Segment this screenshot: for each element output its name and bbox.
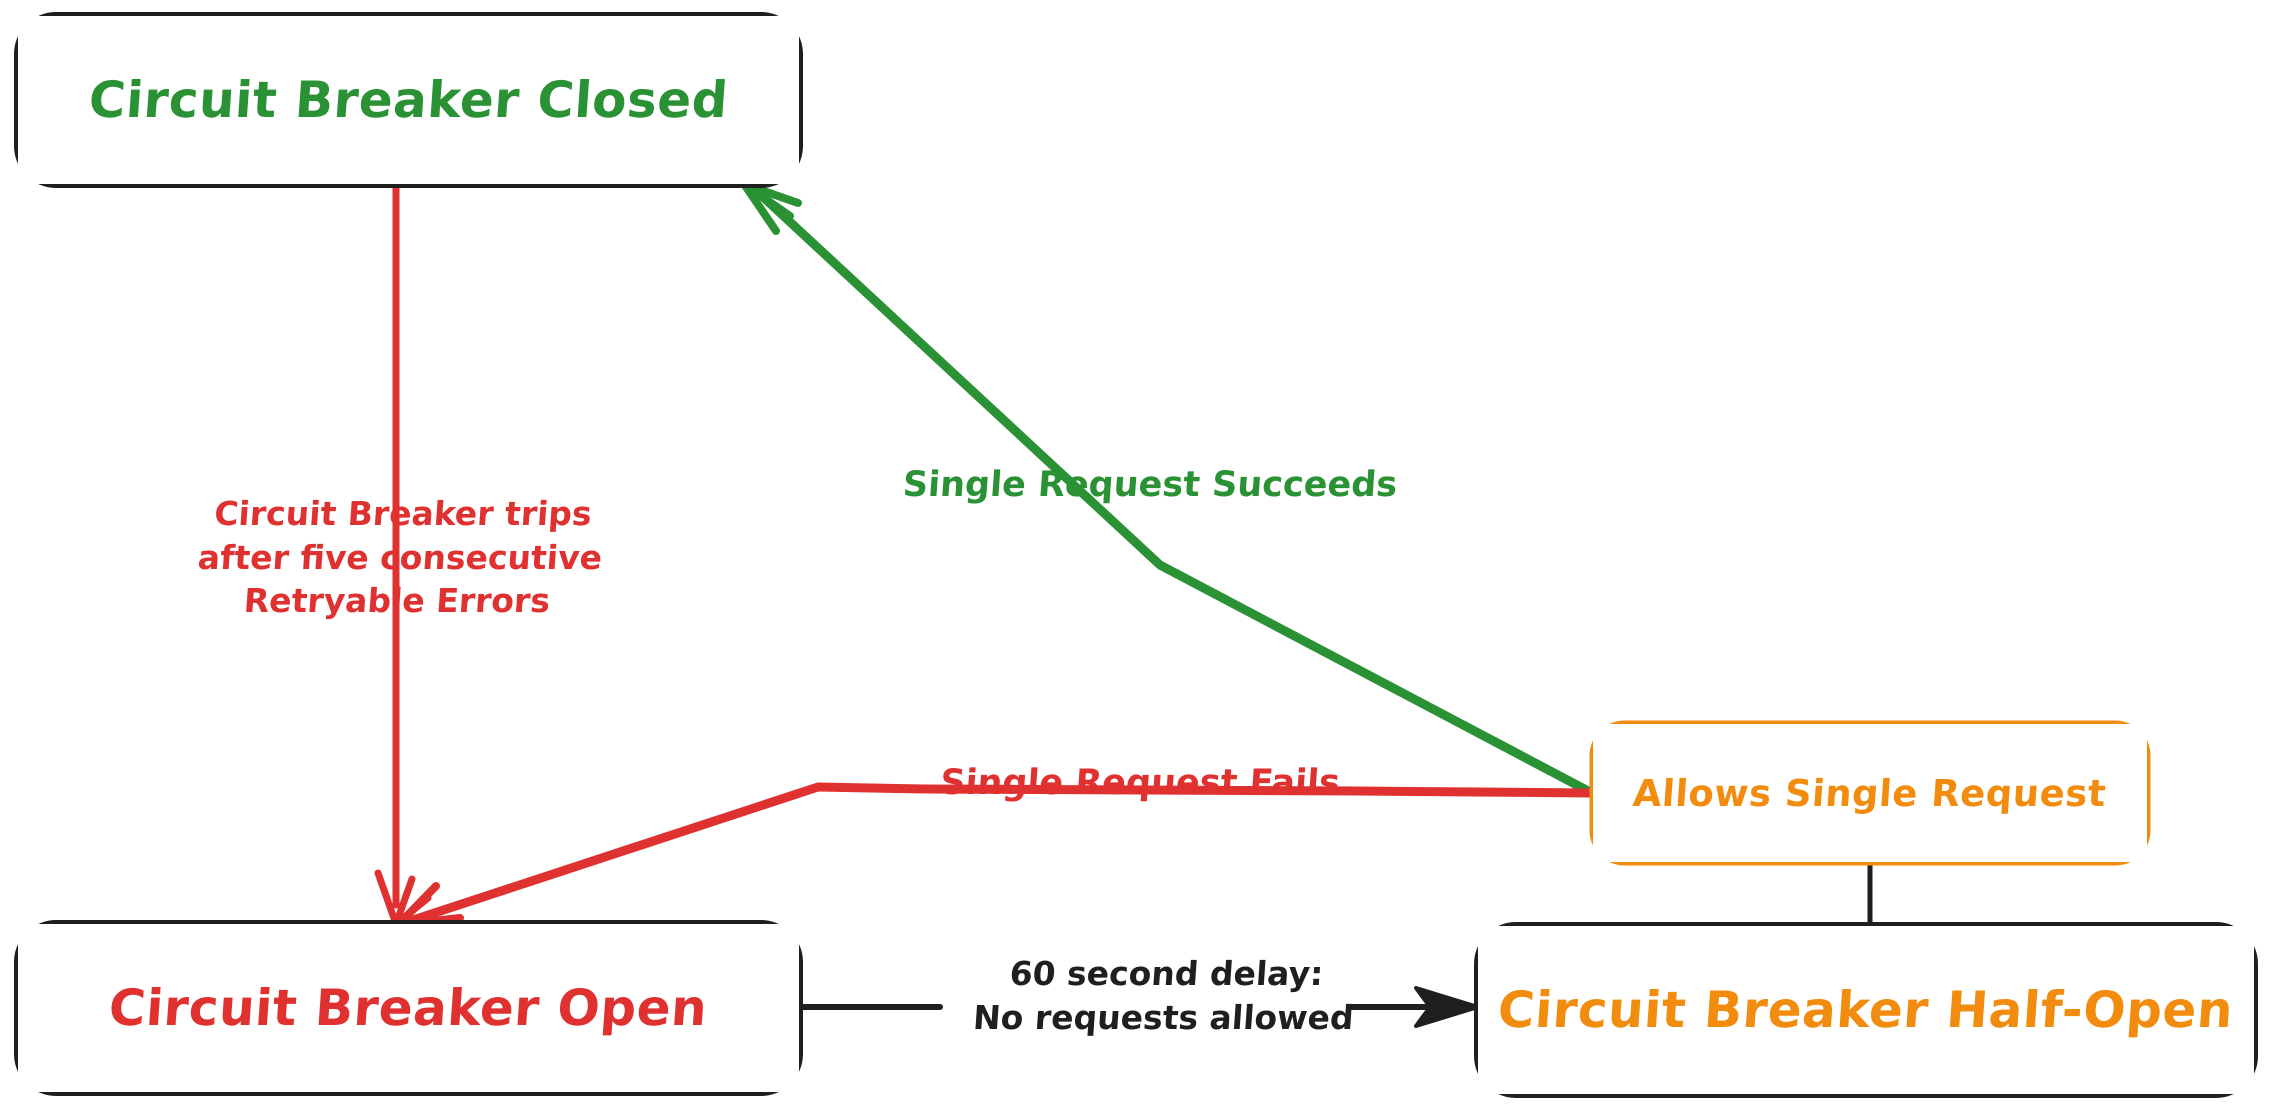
- node-label-open: Circuit Breaker Open: [107, 979, 710, 1037]
- node-label-allows-single-request: Allows Single Request: [1631, 771, 2109, 815]
- node-circuit-breaker-half-open[interactable]: Circuit Breaker Half-Open: [1478, 926, 2254, 1094]
- node-label-closed: Circuit Breaker Closed: [86, 71, 731, 129]
- edge-allows-to-open: [394, 782, 1597, 929]
- node-allows-single-request[interactable]: Allows Single Request: [1593, 724, 2147, 862]
- edge-label-line: after five consecutive: [196, 537, 604, 577]
- node-circuit-breaker-open[interactable]: Circuit Breaker Open: [18, 924, 799, 1092]
- edge-label-open-to-half-open: 60 second delay: No requests allowed: [952, 952, 1378, 1039]
- edge-label-line: Single Request Succeeds: [901, 465, 1399, 505]
- node-circuit-breaker-closed[interactable]: Circuit Breaker Closed: [18, 16, 799, 184]
- edge-label-line: Single Request Fails: [938, 763, 1342, 803]
- edge-label-line: 60 second delay:: [1008, 954, 1325, 993]
- node-label-half-open: Circuit Breaker Half-Open: [1496, 981, 2236, 1039]
- edge-label-line: No requests allowed: [971, 997, 1356, 1037]
- edge-label-allows-to-open: Single Request Fails: [929, 763, 1352, 804]
- edge-label-allows-to-closed: Single Request Succeeds: [899, 465, 1402, 506]
- edge-label-line: Retryable Errors: [242, 581, 552, 621]
- edge-label-closed-to-open: Circuit Breaker trips after five consecu…: [165, 492, 634, 623]
- edge-label-line: Circuit Breaker trips: [213, 494, 594, 533]
- edge-open-to-half-open: [796, 986, 1480, 1028]
